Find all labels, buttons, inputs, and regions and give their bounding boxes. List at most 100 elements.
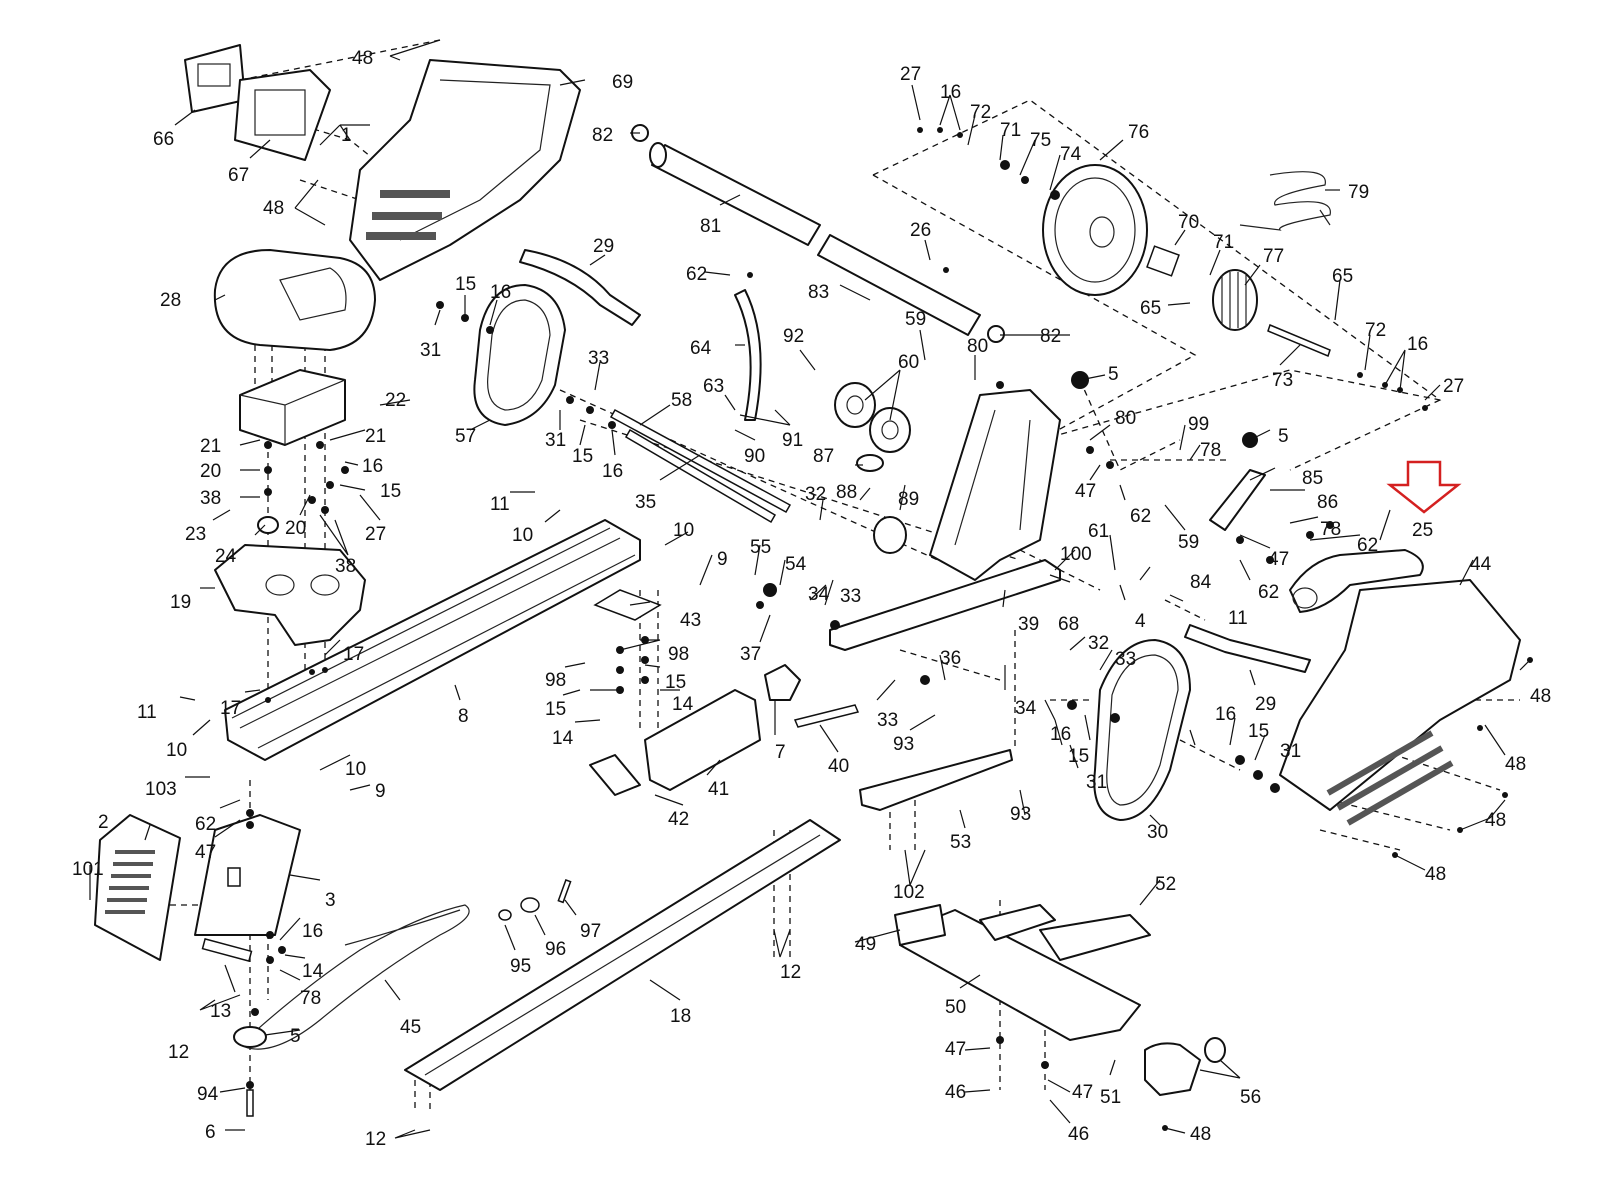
- callout-12: 12: [365, 1129, 386, 1150]
- callout-88: 88: [836, 482, 857, 503]
- callout-10: 10: [512, 525, 533, 546]
- callout-10: 10: [166, 740, 187, 761]
- callout-31: 31: [545, 430, 566, 451]
- callout-31: 31: [420, 340, 441, 361]
- part-85-bracket: [1209, 469, 1266, 531]
- callout-16: 16: [490, 282, 511, 303]
- part-44-right-shroud: [1279, 579, 1521, 826]
- callout-20: 20: [200, 461, 221, 482]
- callout-14: 14: [672, 694, 694, 715]
- part-60-pulley-a: [834, 382, 876, 428]
- callout-16: 16: [940, 82, 961, 103]
- part-18-lower-rail: [404, 819, 841, 1091]
- callout-26: 26: [910, 220, 931, 241]
- callout-77: 77: [1263, 246, 1284, 267]
- callout-11: 11: [490, 494, 510, 515]
- callout-81: 81: [700, 216, 721, 237]
- callout-24: 24: [215, 546, 237, 567]
- callout-33: 33: [588, 348, 609, 369]
- callout-50: 50: [945, 997, 966, 1018]
- callout-29: 29: [1255, 694, 1276, 715]
- callout-49: 49: [855, 934, 876, 955]
- callout-67: 67: [228, 165, 249, 186]
- callout-62: 62: [1130, 506, 1151, 527]
- callout-74: 74: [1060, 144, 1082, 165]
- callout-48: 48: [1530, 686, 1551, 707]
- callout-95: 95: [510, 956, 531, 977]
- callout-22: 22: [385, 390, 406, 411]
- callout-52: 52: [1155, 874, 1176, 895]
- callout-23: 23: [185, 524, 206, 545]
- part-53-plate: [859, 749, 1013, 811]
- callout-11: 11: [137, 702, 157, 723]
- callout-102: 102: [893, 882, 925, 903]
- part-76-flywheel: [1042, 164, 1148, 296]
- part-41-slider: [644, 689, 761, 791]
- leader-lines: [89, 39, 1531, 1139]
- callout-82: 82: [1040, 326, 1061, 347]
- callout-14: 14: [552, 728, 574, 749]
- callout-32: 32: [805, 484, 826, 505]
- callout-16: 16: [602, 461, 623, 482]
- callout-57: 57: [455, 426, 476, 447]
- callout-103: 103: [145, 779, 177, 800]
- callout-93: 93: [1010, 804, 1031, 825]
- callout-17: 17: [343, 644, 364, 665]
- callout-97: 97: [580, 921, 601, 942]
- callout-59: 59: [905, 309, 926, 330]
- part-8-rail: [224, 519, 641, 761]
- callout-20: 20: [285, 518, 306, 539]
- callout-27: 27: [1443, 376, 1464, 397]
- callout-18: 18: [670, 1006, 691, 1027]
- part-95-washer: [498, 909, 512, 921]
- part-3-front-stabilizer: [194, 814, 301, 936]
- callout-90: 90: [744, 446, 765, 467]
- callout-15: 15: [572, 446, 593, 467]
- callout-64: 64: [690, 338, 712, 359]
- callout-5: 5: [290, 1026, 301, 1047]
- callout-16: 16: [1407, 334, 1428, 355]
- callout-62: 62: [195, 814, 216, 835]
- callout-15: 15: [545, 699, 566, 720]
- callout-33: 33: [840, 586, 861, 607]
- part-64-arm: [734, 289, 762, 421]
- callout-14: 14: [302, 961, 324, 982]
- callout-4: 4: [1135, 611, 1146, 632]
- callout-48: 48: [263, 198, 284, 219]
- highlight-arrow: [1386, 460, 1462, 514]
- callout-30: 30: [1147, 822, 1168, 843]
- part-58-rod: [609, 408, 792, 514]
- callout-48: 48: [1425, 864, 1446, 885]
- part-70-hub: [1146, 245, 1180, 277]
- callout-15: 15: [1068, 746, 1089, 767]
- callout-12: 12: [780, 962, 801, 983]
- callout-65: 65: [1332, 266, 1353, 287]
- callout-15: 15: [665, 672, 686, 693]
- callout-98: 98: [545, 670, 566, 691]
- callout-46: 46: [1068, 1124, 1089, 1145]
- callout-92: 92: [783, 326, 804, 347]
- part-96-bumper: [520, 897, 540, 913]
- callout-42: 42: [668, 809, 689, 830]
- callout-10: 10: [345, 759, 366, 780]
- part-42-pad: [589, 754, 641, 796]
- callout-17: 17: [220, 698, 241, 719]
- callout-91: 91: [782, 430, 803, 451]
- fasteners: [246, 127, 1533, 1131]
- callout-2: 2: [98, 812, 109, 833]
- callout-59: 59: [1178, 532, 1199, 553]
- part-69-console-housing: [349, 59, 581, 281]
- callout-70: 70: [1178, 212, 1199, 233]
- callout-43: 43: [680, 610, 701, 631]
- part-2-front-cover: [94, 814, 181, 961]
- callout-32: 32: [1088, 633, 1109, 654]
- callout-72: 72: [1365, 320, 1386, 341]
- callout-19: 19: [170, 592, 191, 613]
- callout-87: 87: [813, 446, 834, 467]
- callout-34: 34: [808, 584, 830, 605]
- callout-48: 48: [1190, 1124, 1211, 1145]
- callout-27: 27: [365, 524, 386, 545]
- callout-44: 44: [1470, 554, 1492, 575]
- callout-55: 55: [750, 537, 771, 558]
- callout-5: 5: [1108, 364, 1119, 385]
